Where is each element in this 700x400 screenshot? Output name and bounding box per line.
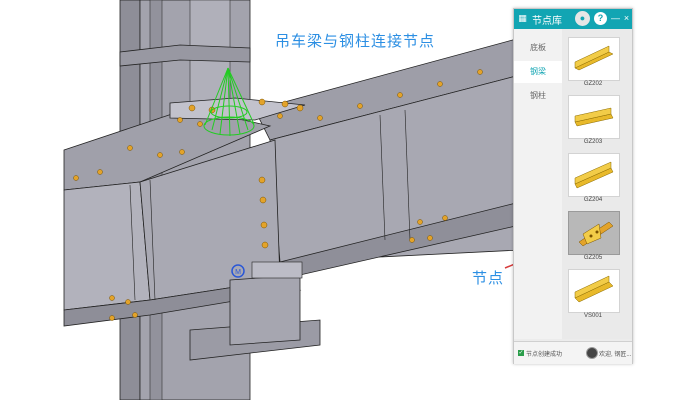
thumbnail-card[interactable] (568, 269, 620, 313)
beam-part-icon (574, 161, 614, 189)
checkbox-icon[interactable]: ✓ (518, 350, 524, 356)
close-icon[interactable]: × (623, 13, 630, 23)
status-text: 节点创建成功 (526, 352, 563, 358)
cursor-marker: M (231, 264, 245, 278)
panel-footer: ✓ 节点创建成功 欢迎, 钢匠... (514, 341, 632, 364)
category-list: 底板 钢梁 钢柱 (514, 29, 562, 339)
beam-part-icon (574, 275, 614, 303)
category-steel-beam[interactable]: 钢梁 (514, 61, 562, 83)
user-greeting: 欢迎, 钢匠... (599, 352, 632, 358)
thumbnail-list: GZ202 GZ203 GZ204 GZ205 (562, 29, 632, 339)
beam-part-icon (574, 45, 614, 71)
thumbnail-label: VS001 (583, 313, 602, 319)
thumbnail-card[interactable] (568, 95, 620, 139)
thumbnail-label: GZ202 (583, 81, 603, 87)
minimize-icon[interactable]: — (611, 13, 620, 23)
category-steel-column[interactable]: 钢柱 (530, 91, 546, 100)
svg-text:M: M (235, 269, 241, 276)
panel-title: 节点库 (532, 16, 562, 27)
avatar[interactable] (586, 347, 598, 359)
bracket-part-icon (578, 221, 614, 247)
bolts (73, 69, 483, 321)
crane-beam-left (63, 107, 302, 327)
beam-part-icon (574, 107, 614, 127)
gizmo-cone[interactable] (203, 67, 255, 137)
node-library-panel: ▦ 节点库 ● ? — × 底板 钢梁 钢柱 GZ202 GZ203 (513, 8, 633, 364)
category-base-plate[interactable]: 底板 (530, 43, 546, 52)
top-plate (169, 97, 306, 279)
thumbnail-card[interactable] (568, 37, 620, 81)
help-icon[interactable]: ? (594, 12, 607, 25)
crane-beam-right (254, 37, 521, 276)
user-icon[interactable]: ● (575, 11, 590, 26)
thumbnail-card-selected[interactable] (568, 211, 620, 255)
thumbnail-label: GZ204 (583, 197, 603, 203)
thumbnail-card[interactable] (568, 153, 620, 197)
node-label: 节点 (472, 270, 505, 287)
diagram-title: 吊车梁与钢柱连接节点 (275, 33, 436, 50)
thumbnail-label: GZ205 (583, 255, 603, 261)
thumbnail-label: GZ203 (583, 139, 603, 145)
menu-grid-icon[interactable]: ▦ (518, 13, 527, 23)
panel-header: ▦ 节点库 ● ? — × (514, 9, 632, 29)
